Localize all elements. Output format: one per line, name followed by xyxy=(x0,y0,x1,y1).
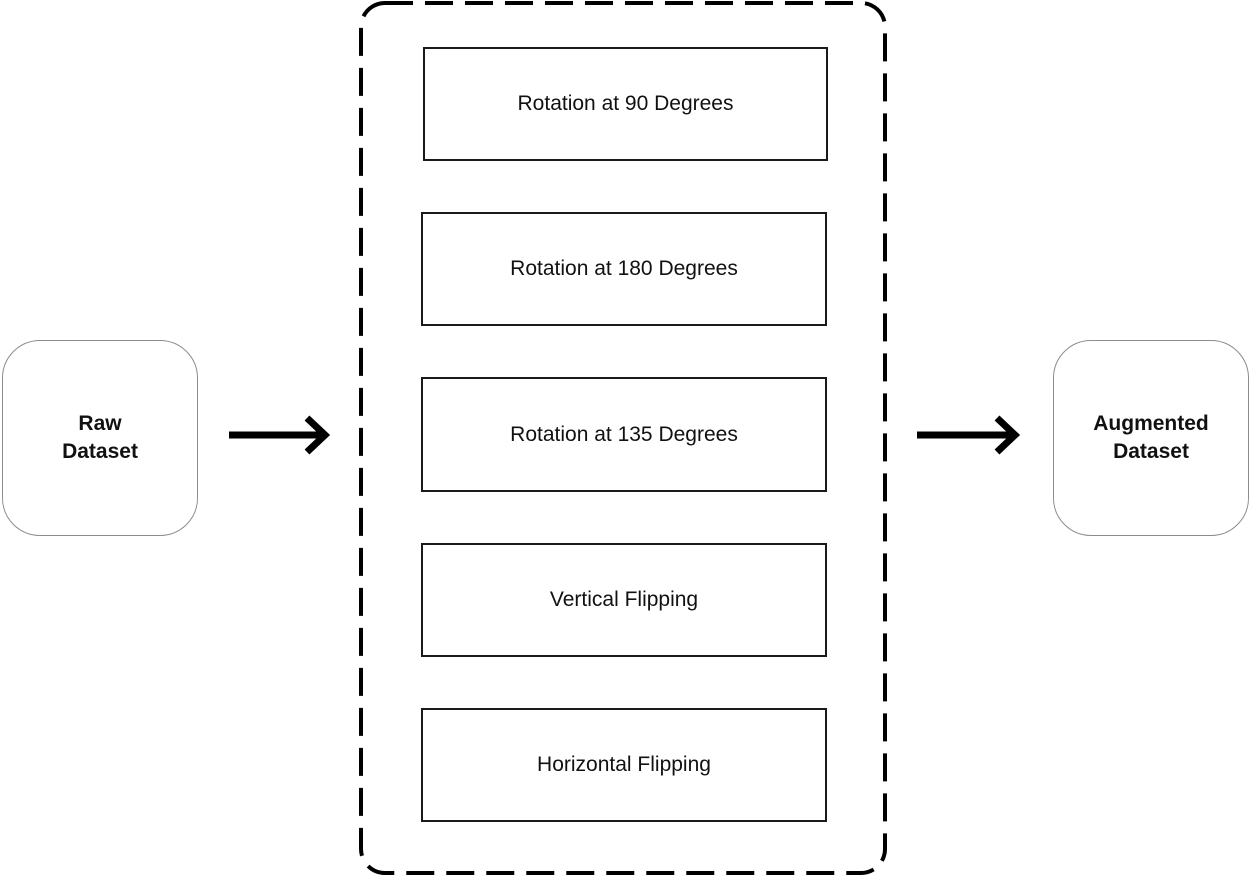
step-label: Vertical Flipping xyxy=(549,588,699,611)
arrow-augmentation-to-output xyxy=(917,415,1021,455)
step-label: Rotation at 90 Degrees xyxy=(517,92,734,115)
step-horizontal-flipping: Horizontal Flipping xyxy=(421,708,827,822)
step-vertical-flipping: Vertical Flipping xyxy=(421,543,827,657)
step-label: Horizontal Flipping xyxy=(537,753,711,776)
step-rotation-90: Rotation at 90 Degrees xyxy=(423,47,828,161)
raw-dataset-label-line2: Dataset xyxy=(62,440,138,463)
step-label: Rotation at 180 Degrees xyxy=(510,257,738,280)
raw-dataset-label-line1: Raw xyxy=(78,412,122,435)
augmentation-group-border xyxy=(359,1,887,875)
augmented-dataset-label-line2: Dataset xyxy=(1113,440,1189,463)
raw-dataset-node: Raw Dataset xyxy=(2,340,198,536)
step-rotation-180: Rotation at 180 Degrees xyxy=(421,212,827,326)
arrow-raw-to-augmentation xyxy=(229,415,331,455)
augmented-dataset-node: Augmented Dataset xyxy=(1053,340,1249,536)
step-label: Rotation at 135 Degrees xyxy=(510,422,738,446)
augmented-dataset-label-line1: Augmented xyxy=(1093,412,1209,435)
step-rotation-135: Rotation at 135 Degrees xyxy=(421,377,827,492)
